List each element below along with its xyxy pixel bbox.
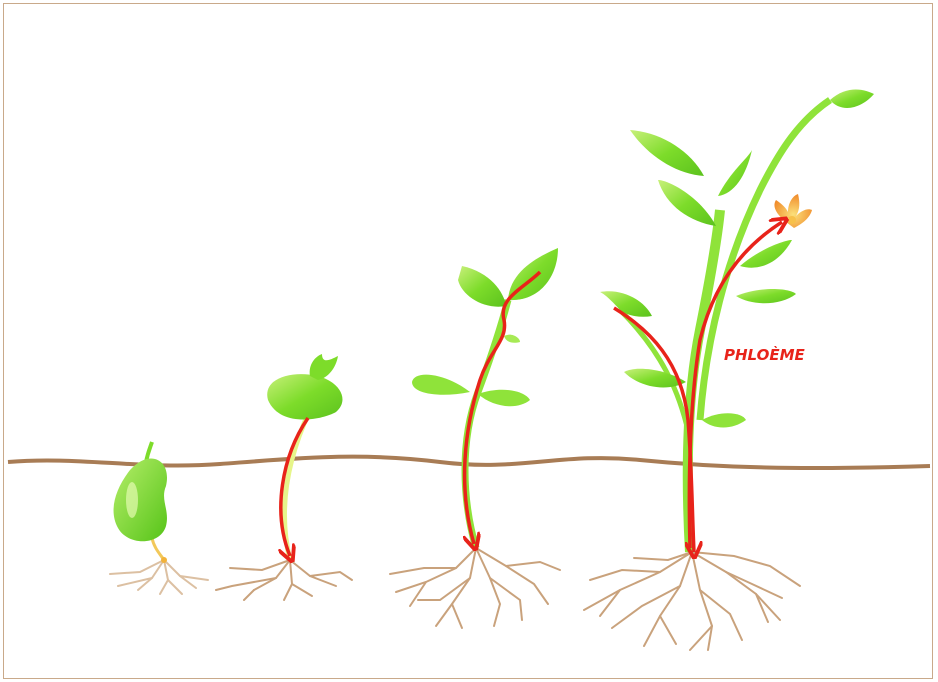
young-leaf-left xyxy=(458,266,506,307)
seed-radicle xyxy=(152,538,164,560)
mature-leaf-6 xyxy=(736,289,796,303)
mature-leaf-3 xyxy=(630,130,704,176)
mature-leaf-7 xyxy=(600,291,652,317)
young-cotyledon-left xyxy=(412,375,470,395)
roots-young-plant xyxy=(390,548,560,628)
mature-leaf-5 xyxy=(740,240,792,268)
seed-body xyxy=(114,459,167,542)
mature-leaf-9 xyxy=(702,413,746,427)
mature-leaf-4 xyxy=(830,90,874,108)
roots-mature-plant xyxy=(584,552,800,650)
young-cotyledon-right xyxy=(478,390,530,407)
young-bud xyxy=(504,335,520,343)
roots-seed xyxy=(110,560,208,594)
phloem-label: PHLOÈME xyxy=(724,345,805,364)
mature-leaf-2 xyxy=(718,150,752,196)
germination-sprout xyxy=(310,354,338,380)
stage-germination xyxy=(216,354,352,600)
stage-young-plant xyxy=(390,248,560,628)
phloem-arrow-stage4-down xyxy=(614,308,694,552)
stage-mature-plant xyxy=(584,90,874,651)
roots-germination xyxy=(216,560,352,600)
germination-leaf xyxy=(267,374,342,419)
mature-leaf-1 xyxy=(658,180,716,226)
